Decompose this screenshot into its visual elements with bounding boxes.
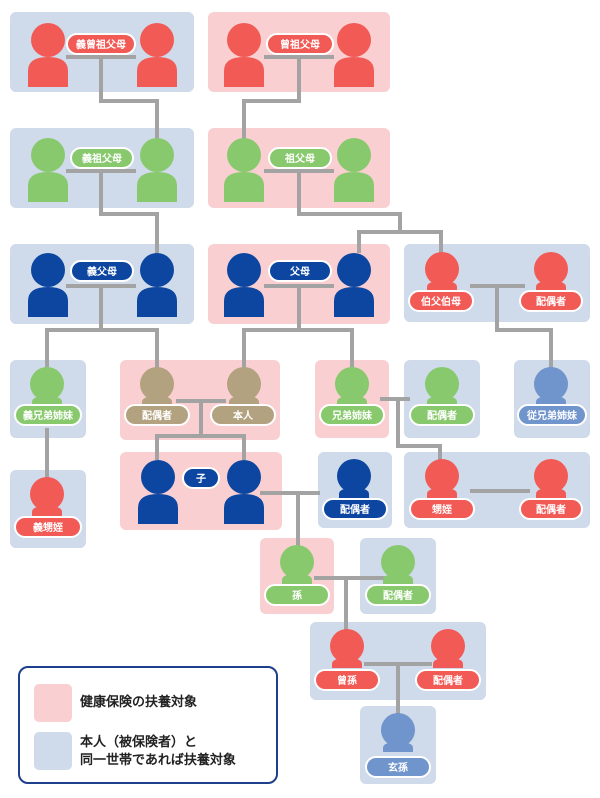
legend-swatch-pink bbox=[34, 684, 72, 722]
person-icon-grand-left bbox=[224, 138, 264, 202]
person-icon-grand-in-law-right bbox=[137, 138, 177, 202]
label-great-great-grandchild: 玄孫 bbox=[365, 756, 431, 778]
label-great-grandchild: 曾孫 bbox=[314, 669, 380, 691]
label-sibling-in-law: 義兄弟姉妹 bbox=[14, 404, 82, 426]
person-icon-grandchild bbox=[280, 545, 314, 584]
label-cousin: 従兄弟姉妹 bbox=[517, 404, 587, 426]
person-icon-child-left bbox=[138, 460, 178, 524]
person-icon-great-grand-in-law-right bbox=[137, 23, 177, 87]
label-siblings: 兄弟姉妹 bbox=[319, 404, 385, 426]
person-icon-niece-in-law bbox=[30, 477, 64, 516]
person-icon-spouse bbox=[140, 367, 174, 406]
label-grand: 祖父母 bbox=[268, 147, 332, 169]
label-great-grand: 曾祖父母 bbox=[266, 33, 334, 55]
label-grandchild: 孫 bbox=[264, 584, 330, 606]
label-grandchild-spouse: 配偶者 bbox=[365, 584, 431, 606]
person-icon-self bbox=[227, 367, 261, 406]
label-nephew-niece: 甥姪 bbox=[409, 498, 475, 520]
label-uncle-spouse: 配偶者 bbox=[519, 290, 583, 312]
label-spouse: 配偶者 bbox=[124, 404, 190, 426]
person-icon-parent-right bbox=[334, 253, 374, 317]
label-great-grand-in-law: 義曾祖父母 bbox=[66, 33, 136, 55]
person-icon-great-grand-right bbox=[334, 23, 374, 87]
person-icon-great-grandchild-spouse bbox=[431, 629, 465, 668]
person-icon-nephew-spouse bbox=[534, 459, 568, 498]
person-icon-grand-in-law-left bbox=[28, 138, 68, 202]
legend-swatch-blue bbox=[34, 732, 72, 770]
person-icon-great-grand-left bbox=[224, 23, 264, 87]
label-uncle-aunt: 伯父伯母 bbox=[408, 290, 474, 312]
legend-blue-text-2: 同一世帯であれば扶養対象 bbox=[80, 753, 236, 768]
person-icon-sibling-in-law bbox=[30, 367, 64, 406]
label-great-grandchild-spouse: 配偶者 bbox=[415, 669, 481, 691]
legend-pink-text: 健康保険の扶養対象 bbox=[80, 695, 198, 710]
legend-blue-text-1: 本人（被保険者）と bbox=[80, 735, 198, 750]
person-icon-child-right bbox=[224, 460, 264, 524]
person-icon-grandchild-spouse bbox=[381, 545, 415, 584]
label-niece-in-law: 義甥姪 bbox=[14, 516, 82, 538]
person-icon-great-great-grandchild bbox=[381, 713, 415, 752]
label-child: 子 bbox=[182, 467, 220, 489]
label-parents: 父母 bbox=[268, 260, 332, 282]
person-icon-parent-in-law-left bbox=[28, 253, 68, 317]
label-grand-in-law: 義祖父母 bbox=[70, 147, 134, 169]
person-icon-parent-in-law-right bbox=[137, 253, 177, 317]
legend: 健康保険の扶養対象 本人（被保険者）と 同一世帯であれば扶養対象 bbox=[18, 666, 278, 784]
person-icon-uncle bbox=[425, 252, 459, 291]
person-icon-cousin bbox=[534, 367, 568, 406]
person-icon-nephew-niece bbox=[425, 459, 459, 498]
person-icon-sibling bbox=[335, 367, 369, 406]
label-child-spouse: 配偶者 bbox=[322, 498, 388, 520]
label-sibling-spouse: 配偶者 bbox=[409, 404, 475, 426]
person-icon-uncle-spouse bbox=[534, 252, 568, 291]
person-icon-sibling-spouse bbox=[425, 367, 459, 406]
label-self: 本人 bbox=[210, 404, 276, 426]
person-icon-great-grandchild bbox=[330, 629, 364, 668]
label-nephew-spouse: 配偶者 bbox=[519, 498, 583, 520]
person-icon-parent-left bbox=[224, 253, 264, 317]
person-icon-grand-right bbox=[334, 138, 374, 202]
person-icon-child-spouse bbox=[337, 459, 371, 498]
label-parents-in-law: 義父母 bbox=[70, 260, 134, 282]
person-icon-great-grand-in-law-left bbox=[28, 23, 68, 87]
